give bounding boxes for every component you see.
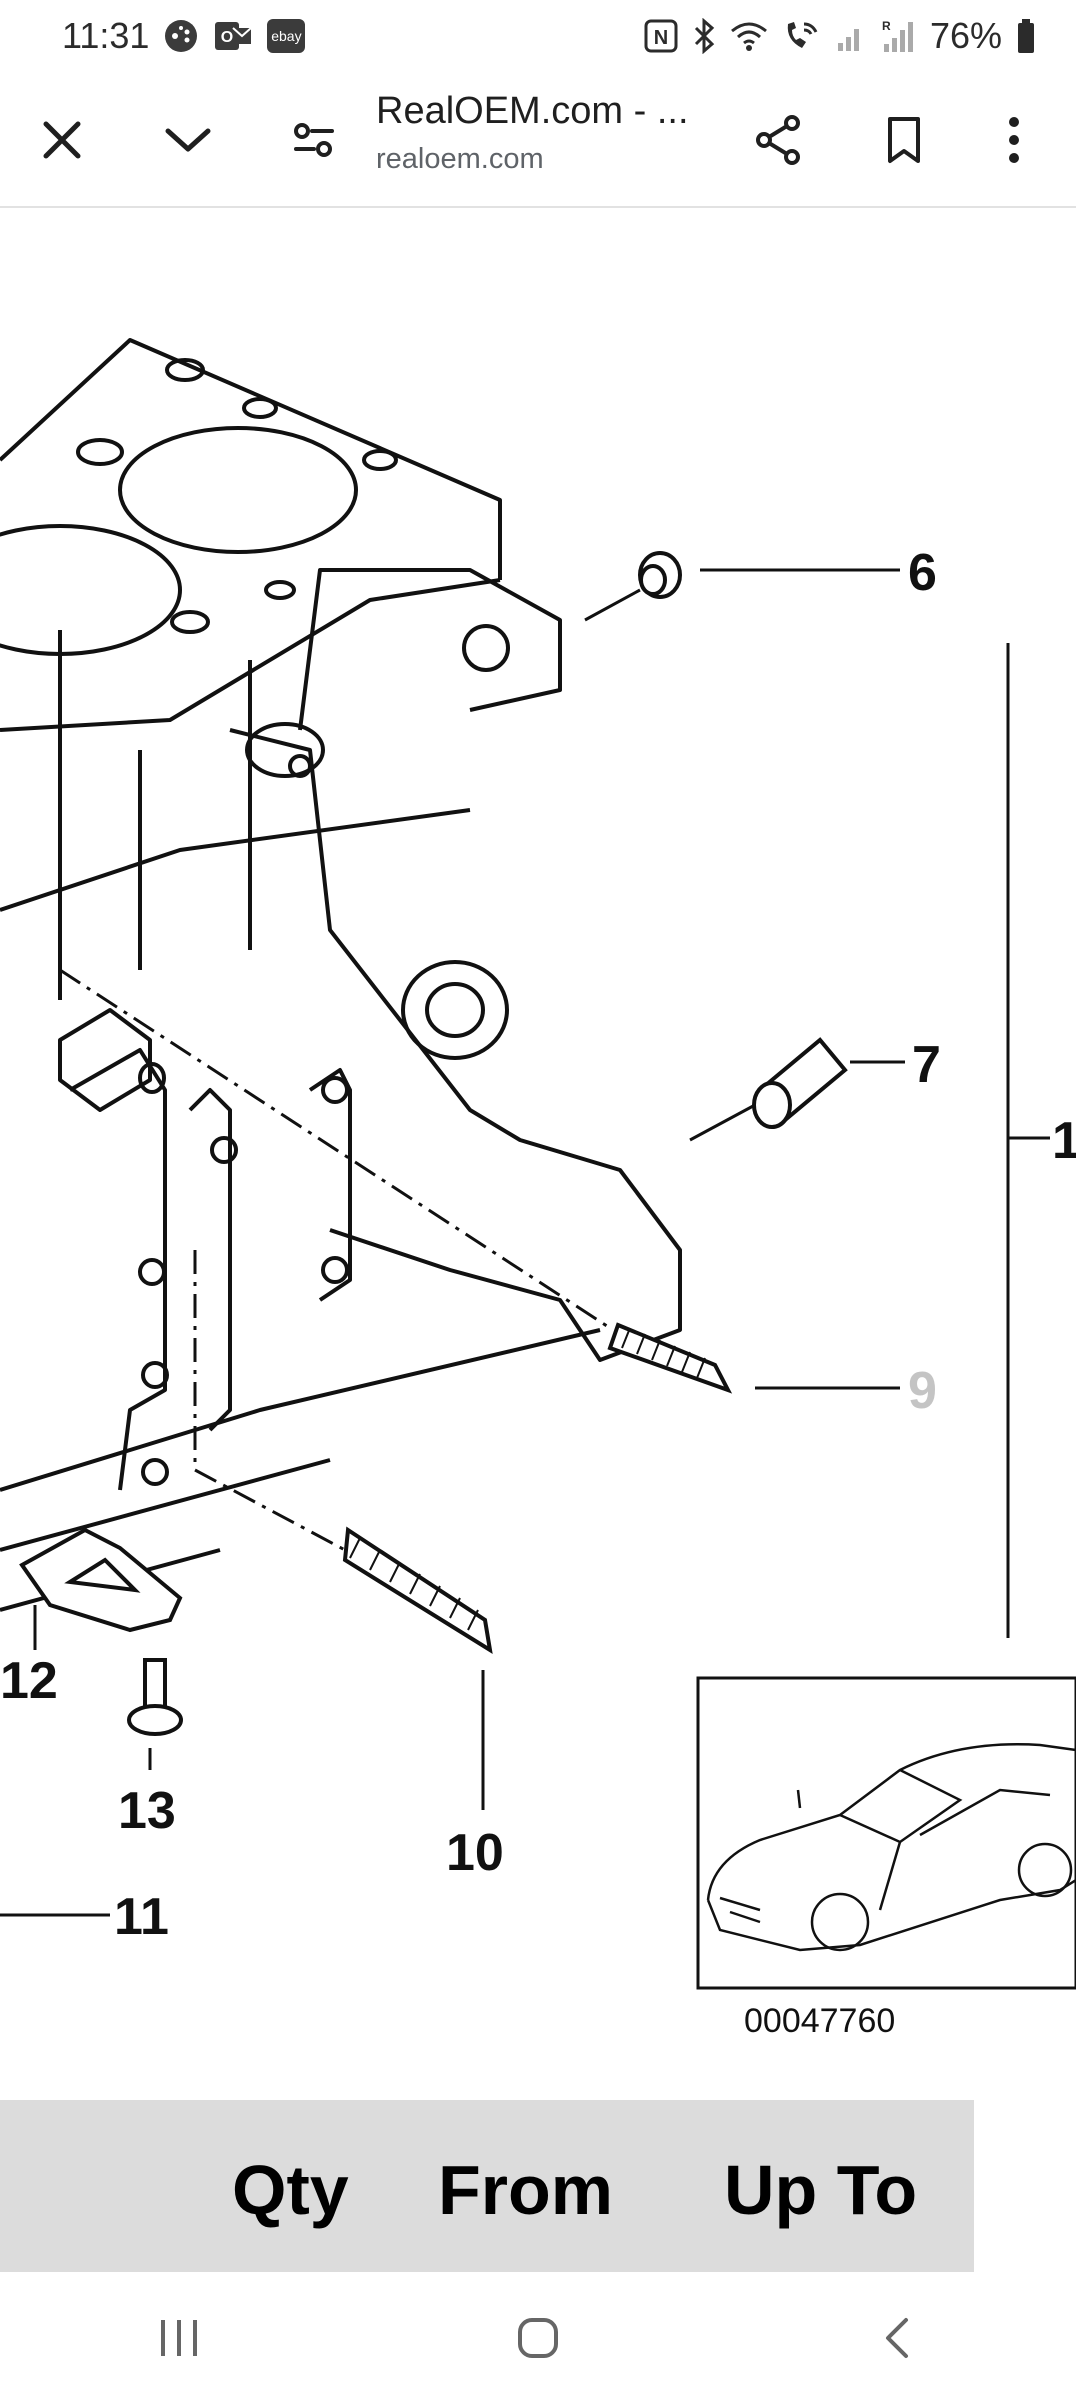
more-vert-icon	[1009, 117, 1019, 163]
wifi-icon	[730, 19, 768, 53]
parts-table-header: Qty From Up To	[0, 2100, 974, 2272]
share-button[interactable]	[742, 100, 814, 180]
home-button[interactable]	[468, 2288, 608, 2388]
battery-icon	[1016, 18, 1036, 54]
minimize-button[interactable]	[152, 100, 224, 180]
callout-6[interactable]: 6	[908, 544, 937, 602]
recents-button[interactable]	[109, 2288, 249, 2388]
page-content: 6 7 9 1 10 12 13 11 00047760 Qty	[0, 210, 1076, 2276]
callout-1[interactable]: 1	[1052, 1112, 1076, 1170]
stud-part-10	[342, 1526, 493, 1655]
system-nav-bar	[0, 2276, 1076, 2400]
svg-text:O: O	[221, 29, 233, 46]
nfc-icon: N	[644, 19, 678, 53]
back-icon	[885, 2318, 908, 2358]
battery-percent: 76%	[929, 15, 1002, 56]
page-title: RealOEM.com - ...	[376, 90, 689, 132]
callout-10[interactable]: 10	[446, 1824, 504, 1882]
header-qty: Qty	[232, 2151, 349, 2229]
game-controller-icon	[163, 18, 199, 54]
chevron-down-icon	[165, 128, 211, 152]
close-button[interactable]	[26, 100, 98, 180]
bolt-part-13	[143, 1658, 167, 1712]
wifi-calling-icon	[782, 18, 822, 54]
engine-block-drawing	[0, 338, 682, 1612]
status-bar-right: N R 76%	[644, 15, 1036, 57]
callout-12[interactable]: 12	[0, 1652, 58, 1710]
more-options-button[interactable]	[978, 100, 1050, 180]
signal-icon	[836, 19, 866, 53]
svg-text:R: R	[882, 19, 891, 33]
roaming-signal-icon: R	[880, 18, 916, 54]
callout-9[interactable]: 9	[908, 1362, 937, 1420]
header-up-to: Up To	[724, 2151, 918, 2229]
callout-11[interactable]: 11	[114, 1888, 169, 1946]
custom-tab-toolbar: RealOEM.com - ... realoem.com	[0, 72, 1076, 208]
bookmark-button[interactable]	[868, 100, 940, 180]
stud-threads	[349, 1327, 706, 1631]
status-time: 11:31	[62, 15, 150, 56]
parts-diagram[interactable]: 6 7 9 1 10 12 13 11 00047760	[0, 210, 1076, 2276]
bookmark-icon	[888, 117, 920, 163]
close-icon	[43, 121, 81, 159]
tune-icon	[294, 123, 334, 157]
site-settings-button[interactable]	[278, 100, 350, 180]
recents-icon	[161, 2320, 198, 2356]
page-domain: realoem.com	[376, 143, 544, 175]
vehicle-thumbnail[interactable]: 00047760	[696, 1676, 1076, 2040]
svg-text:N: N	[654, 27, 668, 49]
callout-13[interactable]: 13	[118, 1782, 176, 1840]
car-icon	[706, 1743, 1076, 1952]
ebay-icon: ebay	[267, 19, 306, 53]
status-bar: 11:31 O ebay N R 76%	[0, 0, 1076, 72]
title-block[interactable]: RealOEM.com - ... realoem.com	[376, 90, 716, 176]
header-from: From	[438, 2151, 613, 2229]
outlook-icon: O	[213, 18, 253, 54]
share-icon	[756, 115, 800, 165]
status-bar-left: 11:31 O ebay	[62, 15, 306, 57]
callout-7[interactable]: 7	[912, 1036, 941, 1094]
small-parts-drawing	[19, 551, 848, 1736]
bluetooth-icon	[692, 18, 716, 54]
back-button[interactable]	[827, 2288, 967, 2388]
image-code: 00047760	[744, 2002, 895, 2040]
home-icon	[517, 2318, 558, 2358]
leader-lines	[0, 568, 1050, 1917]
